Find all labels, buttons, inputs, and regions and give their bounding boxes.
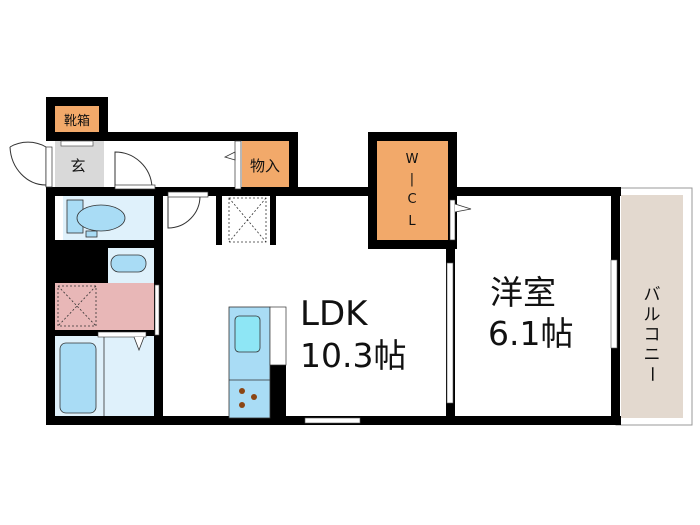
western-room-floor <box>455 196 611 416</box>
stove-burner <box>239 402 245 408</box>
bathtub <box>59 342 97 414</box>
ldk-size-label: 10.3帖 <box>300 336 406 375</box>
shoe-box: 靴箱 <box>55 106 99 132</box>
stove-burner <box>239 388 245 394</box>
entrance-door-swing <box>9 141 47 187</box>
wic-label-l: L <box>408 214 416 229</box>
storage-label: 物入 <box>250 157 280 175</box>
ldk-window <box>304 417 361 424</box>
wic-label-w: W <box>406 152 419 167</box>
balcony-label-1: バ <box>644 285 661 305</box>
kitchen-counter <box>228 306 287 419</box>
bathroom <box>55 331 154 416</box>
balcony-window <box>610 259 618 349</box>
laundry-area <box>55 283 160 336</box>
wic-label-c: C <box>407 192 416 207</box>
balcony: バ ル コ ニ ー <box>615 187 693 426</box>
sink <box>234 315 261 353</box>
entrance-label: 玄 <box>70 157 85 175</box>
entrance: 玄 <box>9 140 104 188</box>
balcony-label-5: ー <box>641 366 661 383</box>
western-room: 洋室 6.1帖 <box>488 259 618 353</box>
balcony-label-3: コ <box>644 325 661 345</box>
ldk-door-swing <box>167 195 201 229</box>
washbasin <box>108 248 154 283</box>
refrigerator-space <box>228 197 267 243</box>
ldk-room: LDK 10.3帖 <box>167 191 454 424</box>
storage: 物入 <box>223 140 289 190</box>
sliding-door <box>446 262 454 404</box>
hallway <box>104 141 235 190</box>
balcony-label-4: ニ <box>644 345 661 365</box>
walk-in-closet: W | C L <box>377 141 472 241</box>
ldk-name-label: LDK <box>300 294 369 334</box>
stove-burner <box>251 394 257 400</box>
western-room-size-label: 6.1帖 <box>488 314 573 353</box>
shoe-box-label: 靴箱 <box>64 113 90 129</box>
balcony-label-2: ル <box>644 305 661 325</box>
wic-label-bar: | <box>410 172 414 187</box>
toilet <box>63 196 154 240</box>
western-room-name-label: 洋室 <box>490 273 556 312</box>
